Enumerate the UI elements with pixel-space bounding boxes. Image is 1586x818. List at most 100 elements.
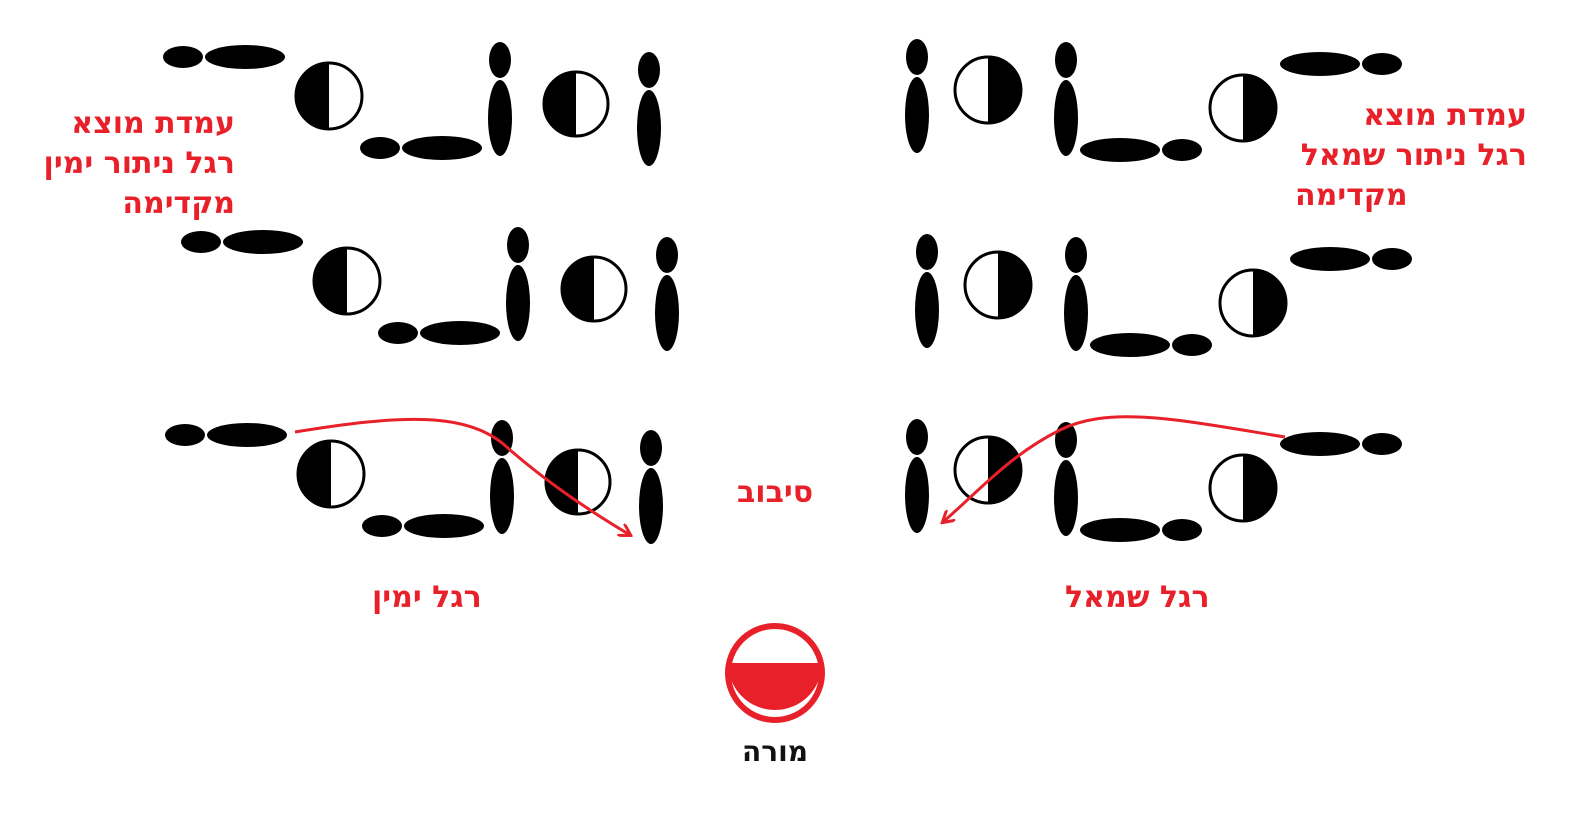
foot-icon — [378, 321, 500, 345]
foot-toe — [378, 322, 418, 344]
foot-toe — [638, 52, 660, 88]
foot-icon — [360, 136, 482, 160]
dancer-icon — [312, 246, 382, 316]
dancer-fill — [314, 248, 347, 314]
foot-icon — [165, 423, 287, 447]
dancer-fill — [1243, 455, 1276, 521]
right-caption-line-2: רגל ניתור שמאל — [1300, 138, 1527, 173]
foot-icon — [1280, 52, 1402, 76]
dancer-fill — [1253, 270, 1286, 336]
dancer-icon — [294, 61, 364, 131]
foot-icon — [655, 237, 679, 351]
left-caption-line-1: עמדת מוצא — [71, 106, 235, 141]
foot-icon — [1064, 237, 1088, 351]
left-caption-line-2: רגל ניתור ימין — [43, 146, 235, 181]
foot-toe — [1172, 334, 1212, 356]
teacher-label: מורה — [742, 735, 808, 768]
foot-icon — [506, 227, 530, 341]
left-formation-row — [181, 227, 679, 351]
dancer-icon — [542, 70, 610, 138]
left-foot-label: רגל ימין — [372, 580, 482, 615]
foot-icon — [181, 230, 303, 254]
foot-sole — [1290, 247, 1370, 271]
foot-sole — [905, 77, 929, 153]
dancer-fill — [298, 441, 331, 507]
foot-icon — [488, 42, 512, 156]
foot-sole — [207, 423, 287, 447]
right-formation-row — [905, 419, 1402, 542]
foot-toe — [906, 419, 928, 455]
foot-sole — [402, 136, 482, 160]
left-rotation-arrow — [294, 417, 630, 535]
foot-sole — [905, 457, 929, 533]
foot-toe — [1372, 248, 1412, 270]
foot-sole — [639, 468, 663, 544]
foot-toe — [1162, 139, 1202, 161]
dancer-icon — [953, 55, 1023, 125]
dancer-fill — [1243, 75, 1276, 141]
foot-sole — [488, 80, 512, 156]
foot-icon — [637, 52, 661, 166]
rotation-label: סיבוב — [737, 475, 814, 510]
foot-icon — [1054, 422, 1078, 536]
foot-sole — [1090, 333, 1170, 357]
dancer-fill — [998, 252, 1031, 318]
foot-toe — [916, 234, 938, 270]
foot-icon — [639, 430, 663, 544]
foot-icon — [163, 45, 285, 69]
foot-icon — [1290, 247, 1412, 271]
foot-icon — [362, 514, 484, 538]
foot-sole — [1054, 460, 1078, 536]
foot-sole — [1280, 432, 1360, 456]
right-formation-row — [905, 39, 1402, 162]
left-caption-line-3: מקדימה — [122, 186, 235, 221]
foot-toe — [906, 39, 928, 75]
foot-sole — [420, 321, 500, 345]
half-filled-circle-icon — [725, 623, 825, 723]
foot-icon — [905, 39, 929, 153]
right-formation-row — [915, 234, 1412, 357]
left-group-formations — [163, 42, 679, 544]
dancer-icon — [560, 255, 628, 323]
foot-sole — [1280, 52, 1360, 76]
foot-sole — [1064, 275, 1088, 351]
foot-sole — [655, 275, 679, 351]
foot-sole — [490, 458, 514, 534]
foot-sole — [205, 45, 285, 69]
dancer-fill — [544, 72, 576, 136]
foot-toe — [163, 46, 203, 68]
dancer-icon — [1208, 453, 1278, 523]
foot-icon — [1280, 432, 1402, 456]
foot-sole — [404, 514, 484, 538]
dancer-icon — [296, 439, 366, 509]
foot-sole — [506, 265, 530, 341]
foot-toe — [1065, 237, 1087, 273]
left-group-caption: עמדת מוצא רגל ניתור ימין מקדימה — [10, 104, 235, 224]
dancer-icon — [1208, 73, 1278, 143]
right-caption-line-3: מקדימה — [1295, 178, 1408, 213]
foot-icon — [915, 234, 939, 348]
foot-toe — [1362, 433, 1402, 455]
foot-sole — [915, 272, 939, 348]
foot-toe — [360, 137, 400, 159]
dancer-icon — [953, 435, 1023, 505]
foot-toe — [1362, 53, 1402, 75]
foot-toe — [507, 227, 529, 263]
foot-icon — [905, 419, 929, 533]
foot-toe — [181, 231, 221, 253]
foot-sole — [223, 230, 303, 254]
foot-sole — [637, 90, 661, 166]
dancer-fill — [988, 57, 1021, 123]
foot-toe — [1055, 42, 1077, 78]
foot-toe — [362, 515, 402, 537]
right-group-caption: עמדת מוצא רגל ניתור שמאל מקדימה — [1295, 96, 1527, 216]
foot-icon — [1054, 42, 1078, 156]
foot-icon — [1090, 333, 1212, 357]
foot-icon — [1080, 518, 1202, 542]
foot-toe — [640, 430, 662, 466]
dancer-icon — [963, 250, 1033, 320]
dancer-fill — [988, 437, 1021, 503]
right-rotation-arrow — [943, 415, 1286, 522]
foot-sole — [1080, 518, 1160, 542]
